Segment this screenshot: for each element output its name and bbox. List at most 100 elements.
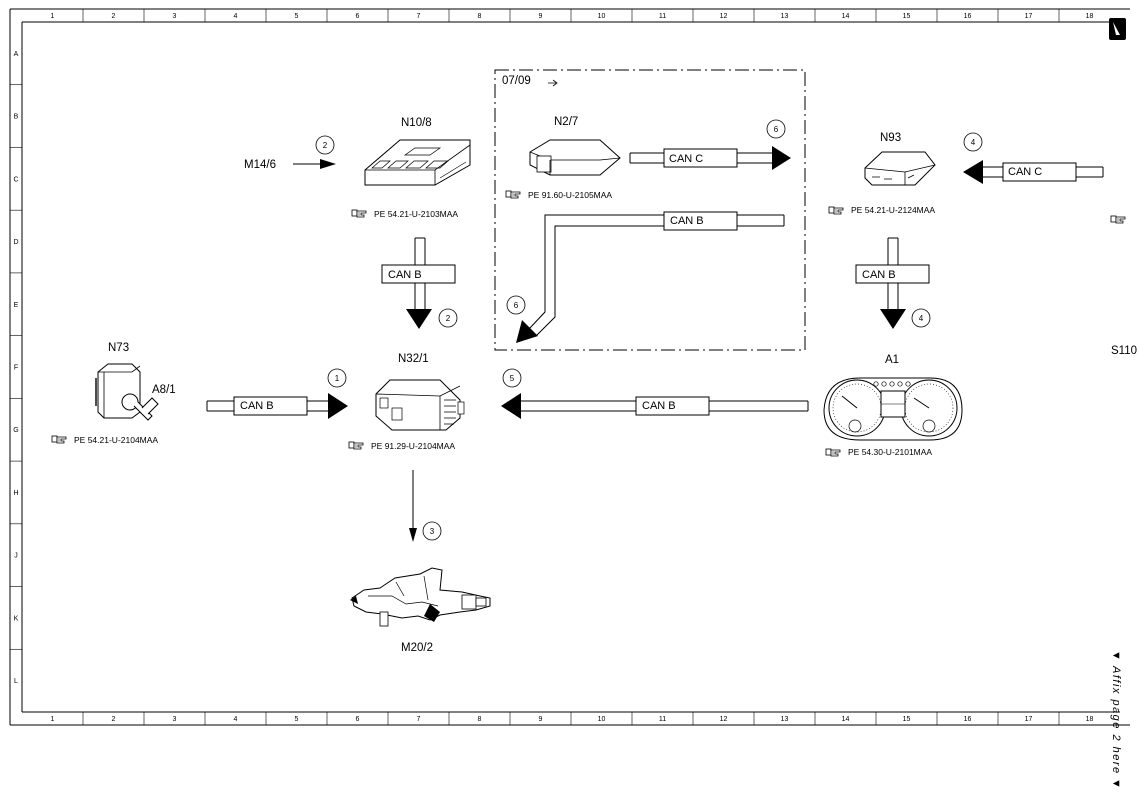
pointing-hand-icon: [351, 209, 367, 218]
column-label: 14: [842, 13, 850, 20]
column-label: 12: [720, 716, 728, 723]
affix-note: ▼ Affix page 2 here ▼: [1110, 650, 1122, 790]
svg-text:2: 2: [446, 314, 451, 323]
row-label: H: [13, 490, 18, 497]
can-b-box: [233, 396, 308, 416]
can-c-box: [663, 148, 738, 168]
svg-text:1: 1: [335, 374, 340, 383]
s110-label: S110: [1111, 345, 1137, 357]
column-label: 4: [234, 716, 238, 723]
can-c-label: CAN C: [1008, 166, 1042, 178]
row-label: E: [14, 302, 19, 309]
column-label: 5: [295, 716, 299, 723]
column-label: 13: [781, 13, 789, 20]
svg-text:5: 5: [510, 374, 515, 383]
column-label: 18: [1086, 13, 1094, 20]
a1-label: A1: [885, 354, 899, 366]
pointing-hand-icon: [825, 448, 841, 457]
svg-text:4: 4: [919, 314, 924, 323]
can-b-label: CAN B: [240, 400, 274, 412]
svg-text:6: 6: [774, 125, 779, 134]
n73-ref[interactable]: PE 54.21-U-2104MAA: [74, 435, 158, 445]
boundary-box: 07/09: [494, 69, 806, 351]
column-label: 10: [598, 716, 606, 723]
pointing-hand-icon: [828, 206, 844, 215]
marker-6-bottom: 6: [506, 295, 526, 315]
column-label: 16: [964, 13, 972, 20]
column-label: 9: [539, 716, 543, 723]
column-label: 13: [781, 716, 789, 723]
n2-7-module: [529, 139, 621, 176]
marker-6-top: 6: [766, 119, 786, 139]
column-label: 3: [173, 716, 177, 723]
column-label: 10: [598, 13, 606, 20]
n32-1-label: N32/1: [398, 353, 429, 365]
n2-7-label: N2/7: [554, 116, 578, 128]
column-label: 6: [356, 716, 360, 723]
column-label: 1: [51, 716, 55, 723]
n32-1-module: [375, 379, 465, 431]
column-label: 12: [720, 13, 728, 20]
internal-can-b-line: [516, 214, 785, 343]
marker-5: 5: [502, 368, 522, 388]
svg-text:6: 6: [514, 301, 519, 310]
column-label: 14: [842, 716, 850, 723]
n10-8-ref[interactable]: PE 54.21-U-2103MAA: [374, 209, 458, 219]
column-label: 16: [964, 716, 972, 723]
marker-2-bottom: 2: [438, 308, 458, 328]
warning-lamp-row: [873, 381, 911, 387]
pointing-hand-icon: [51, 435, 67, 444]
column-label: 17: [1025, 13, 1033, 20]
column-label: 18: [1086, 716, 1094, 723]
can-c-box: [1002, 162, 1077, 182]
n93-ref[interactable]: PE 54.21-U-2124MAA: [851, 205, 935, 215]
can-b-label: CAN B: [862, 269, 896, 281]
column-label: 5: [295, 13, 299, 20]
marker-4-top: 4: [963, 132, 983, 152]
can-b-box: [855, 264, 930, 284]
n93-label: N93: [880, 132, 901, 144]
column-label: 17: [1025, 716, 1033, 723]
n32-1-to-m20-2-line: [409, 470, 417, 542]
a1-ref[interactable]: PE 54.30-U-2101MAA: [848, 447, 932, 457]
pointing-hand-icon: [505, 190, 521, 199]
n10-8-control-panel: [364, 139, 471, 186]
column-label: 7: [417, 13, 421, 20]
row-label: B: [14, 114, 19, 121]
a8-1-label: A8/1: [152, 384, 176, 396]
column-label: 11: [659, 716, 666, 723]
column-label: 6: [356, 13, 360, 20]
row-label: G: [13, 427, 18, 434]
svg-text:3: 3: [430, 527, 435, 536]
column-label: 3: [173, 13, 177, 20]
column-label: 15: [903, 716, 911, 723]
column-label: 2: [112, 716, 116, 723]
column-label: 1: [51, 13, 55, 20]
can-b-label: CAN B: [388, 269, 422, 281]
a1-instrument-cluster: [823, 377, 963, 441]
n32-1-ref[interactable]: PE 91.29-U-2104MAA: [371, 441, 455, 451]
n2-7-ref[interactable]: PE 91.60-U-2105MAA: [528, 190, 612, 200]
svg-text:2: 2: [323, 141, 328, 150]
row-label: C: [13, 176, 18, 183]
column-label: 8: [478, 716, 482, 723]
can-b-box: [635, 396, 710, 416]
marker-4-bottom: 4: [911, 308, 931, 328]
column-label: 8: [478, 13, 482, 20]
row-label: A: [14, 51, 19, 58]
svg-text:4: 4: [971, 138, 976, 147]
m20-2-actuator: [350, 567, 491, 627]
can-b-label: CAN B: [670, 215, 704, 227]
can-b-label: CAN B: [642, 400, 676, 412]
n10-8-label: N10/8: [401, 117, 432, 129]
marker-3: 3: [422, 521, 442, 541]
row-label: L: [14, 678, 18, 685]
n93-module: [864, 151, 936, 186]
boundary-label: 07/09: [502, 75, 531, 87]
m14-6-arrow: [293, 159, 336, 169]
column-label: 4: [234, 13, 238, 20]
